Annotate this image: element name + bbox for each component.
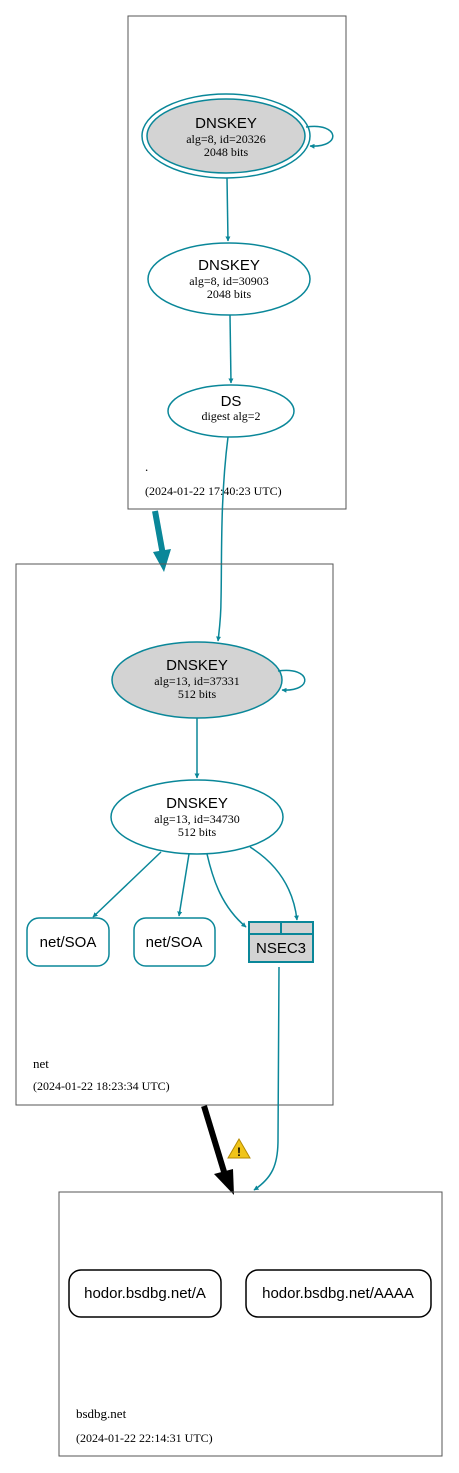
zone-root-timestamp: (2024-01-22 17:40:23 UTC) bbox=[145, 484, 282, 498]
zone-bsdbg-timestamp: (2024-01-22 22:14:31 UTC) bbox=[76, 1431, 213, 1445]
net-nsec3-to-bsdbg-edge bbox=[253, 966, 280, 1191]
root-ksk-node[interactable]: DNSKEY alg=8, id=20326 2048 bits bbox=[141, 93, 311, 179]
net-zsk-to-nsec3-edge-b bbox=[249, 846, 299, 921]
root-ksk-detail: alg=8, id=20326 bbox=[186, 132, 266, 146]
net-zsk-type: DNSKEY bbox=[166, 795, 228, 812]
net-ksk-size: 512 bits bbox=[178, 687, 217, 701]
warning-icon-triangle bbox=[227, 1138, 251, 1159]
rr-a-node[interactable]: hodor.bsdbg.net/A bbox=[68, 1269, 222, 1318]
root-ds-type: DS bbox=[221, 393, 242, 410]
net-ksk-type: DNSKEY bbox=[166, 657, 228, 674]
net-soa-node-2[interactable]: net/SOA bbox=[133, 917, 216, 967]
net-zsk-size: 512 bits bbox=[178, 825, 217, 839]
net-soa-1-label: net/SOA bbox=[40, 934, 97, 951]
root-zsk-node[interactable]: DNSKEY alg=8, id=30903 2048 bits bbox=[147, 242, 311, 316]
delegation-root-to-net-arrowhead bbox=[153, 549, 171, 572]
delegation-root-to-net-shaft bbox=[152, 510, 166, 556]
zone-net-timestamp: (2024-01-22 18:23:34 UTC) bbox=[33, 1079, 170, 1093]
net-nsec3-label: NSEC3 bbox=[256, 940, 306, 957]
root-ksk-self-signature-edge bbox=[305, 125, 334, 149]
net-ksk-node[interactable]: DNSKEY alg=13, id=37331 512 bits bbox=[111, 641, 283, 719]
delegation-net-to-bsdbg-shaft bbox=[201, 1105, 228, 1176]
net-soa-2-box bbox=[133, 917, 216, 967]
rr-aaaa-box bbox=[245, 1269, 432, 1318]
delegation-net-to-bsdbg-arrowhead bbox=[214, 1169, 234, 1195]
net-zsk-node[interactable]: DNSKEY alg=13, id=34730 512 bits bbox=[110, 779, 284, 855]
net-nsec3-node[interactable]: NSEC3 bbox=[248, 921, 314, 963]
root-ksk-size: 2048 bits bbox=[204, 145, 249, 159]
rr-aaaa-node[interactable]: hodor.bsdbg.net/AAAA bbox=[245, 1269, 432, 1318]
root-zsk-detail: alg=8, id=30903 bbox=[189, 274, 269, 288]
root-ds-detail: digest alg=2 bbox=[201, 409, 260, 423]
root-ksk-ellipse bbox=[146, 98, 306, 174]
net-ksk-self-signature-edge bbox=[277, 669, 306, 693]
root-ds-node[interactable]: DS digest alg=2 bbox=[167, 384, 295, 438]
warning-icon-glyph: ! bbox=[237, 1145, 241, 1159]
net-zsk-to-nsec3-edge-a bbox=[206, 853, 247, 928]
root-zsk-ellipse bbox=[147, 242, 311, 316]
zone-net: DNSKEY alg=13, id=37331 512 bits DNSKEY … bbox=[15, 563, 334, 1106]
net-soa-node-1[interactable]: net/SOA bbox=[26, 917, 110, 967]
net-zsk-to-soa-1-edge bbox=[92, 851, 162, 918]
zone-root-name: . bbox=[145, 459, 148, 474]
rr-aaaa-label: hodor.bsdbg.net/AAAA bbox=[262, 1285, 414, 1302]
rr-a-box bbox=[68, 1269, 222, 1318]
root-ds-to-net-ksk-edge bbox=[216, 436, 229, 642]
net-zsk-ellipse bbox=[110, 779, 284, 855]
zone-root-box bbox=[127, 15, 347, 510]
root-ksk-to-zsk-edge bbox=[225, 177, 231, 242]
root-ksk-type: DNSKEY bbox=[195, 115, 257, 132]
warning-icon[interactable]: ! bbox=[227, 1138, 251, 1159]
zone-net-box bbox=[15, 563, 334, 1106]
net-zsk-to-soa-2-edge bbox=[177, 853, 190, 917]
root-ds-ellipse bbox=[167, 384, 295, 438]
root-zsk-type: DNSKEY bbox=[198, 257, 260, 274]
net-zsk-detail: alg=13, id=34730 bbox=[154, 812, 240, 826]
zone-bsdbg-box bbox=[58, 1191, 443, 1457]
root-zsk-size: 2048 bits bbox=[207, 287, 252, 301]
zone-bsdbg: hodor.bsdbg.net/A hodor.bsdbg.net/AAAA b… bbox=[58, 1191, 443, 1457]
zone-root: DNSKEY alg=8, id=20326 2048 bits DNSKEY … bbox=[127, 15, 347, 510]
zone-net-name: net bbox=[33, 1056, 49, 1071]
net-ksk-detail: alg=13, id=37331 bbox=[154, 674, 240, 688]
rr-a-label: hodor.bsdbg.net/A bbox=[84, 1285, 206, 1302]
root-zsk-to-ds-edge bbox=[228, 314, 234, 384]
root-ksk-outer-ring bbox=[141, 93, 311, 179]
net-soa-1-box bbox=[26, 917, 110, 967]
zone-bsdbg-name: bsdbg.net bbox=[76, 1406, 127, 1421]
net-soa-2-label: net/SOA bbox=[146, 934, 203, 951]
